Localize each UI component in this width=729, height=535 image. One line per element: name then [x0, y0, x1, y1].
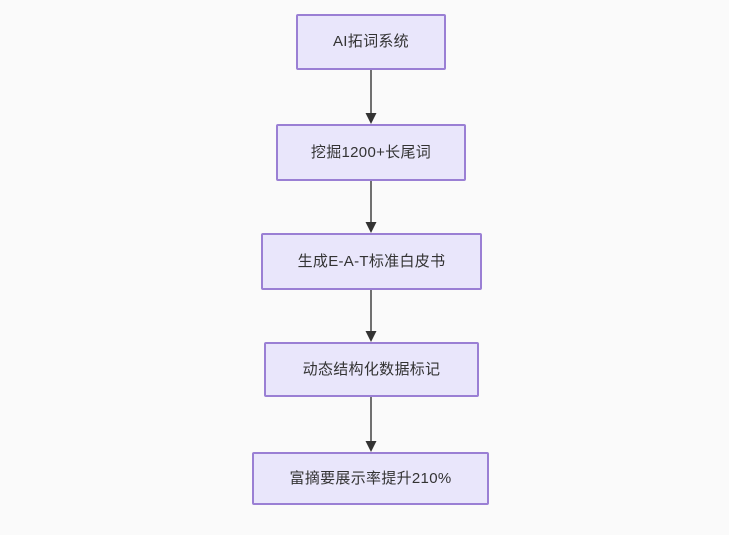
flow-node-label: 动态结构化数据标记 — [302, 360, 441, 378]
edge-arrowhead-3 — [365, 331, 377, 342]
edge-arrowhead-2 — [365, 222, 377, 233]
flow-node-n5[interactable]: 富摘要展示率提升210% — [252, 452, 489, 505]
flow-node-label: 富摘要展示率提升210% — [289, 469, 452, 487]
flow-node-label: 生成E-A-T标准白皮书 — [297, 252, 446, 270]
flow-node-n4[interactable]: 动态结构化数据标记 — [264, 342, 479, 397]
edge-arrowhead-4 — [365, 441, 377, 452]
flow-node-n1[interactable]: AI拓词系统 — [296, 14, 446, 70]
flow-node-label: AI拓词系统 — [333, 33, 409, 50]
edge-arrowhead-1 — [365, 113, 377, 124]
flow-node-n2[interactable]: 挖掘1200+长尾词 — [276, 124, 466, 181]
flow-node-n3[interactable]: 生成E-A-T标准白皮书 — [261, 233, 482, 290]
flow-node-label: 挖掘1200+长尾词 — [310, 143, 432, 161]
